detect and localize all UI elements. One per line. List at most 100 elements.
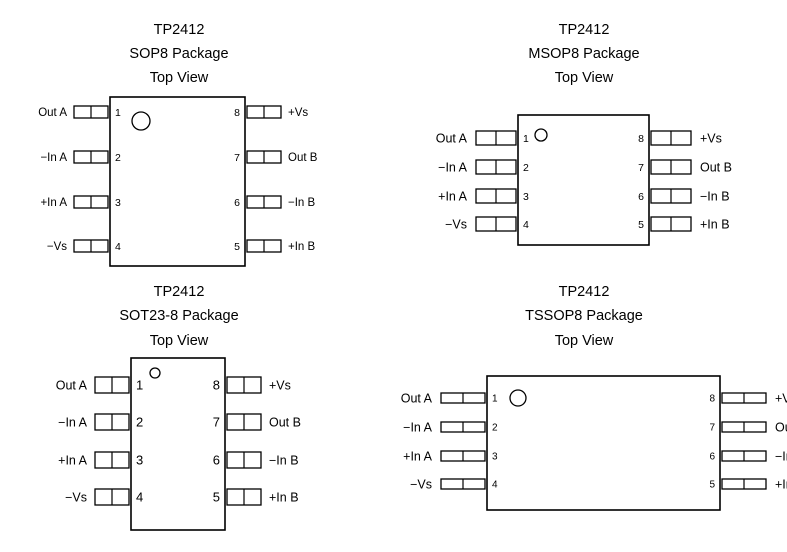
pin-label: +In B (269, 491, 299, 505)
pin-number: 7 (709, 423, 715, 434)
pin1-marker-icon (149, 367, 161, 379)
pin-label: Out A (56, 379, 88, 393)
pin-8: +Vs (226, 376, 291, 394)
pin-label: −Vs (410, 478, 432, 492)
pin-label: Out A (38, 107, 67, 119)
pin-label: Out B (700, 161, 732, 175)
pin-label: +In A (438, 190, 468, 204)
pin-label: −In A (40, 152, 67, 164)
pin-1: Out A (401, 392, 486, 406)
part-name: TP2412 (154, 22, 205, 38)
pin-number: 8 (234, 107, 240, 119)
package-name: SOP8 Package (129, 46, 228, 62)
pin-label: +Vs (775, 392, 787, 406)
ic-body (130, 357, 226, 531)
pin-2: −In A (58, 413, 130, 431)
pin-8: +Vs (721, 392, 787, 406)
pin-label: +Vs (269, 379, 291, 393)
pin-4: −Vs (65, 488, 130, 506)
pin-8: +Vs (246, 105, 308, 119)
view-label: Top View (150, 333, 209, 349)
pin-number: 3 (523, 191, 529, 203)
part-name: TP2412 (559, 284, 610, 300)
pin-5: +In B (246, 239, 316, 253)
pin-3: +In A (58, 451, 130, 469)
pin-1: Out A (38, 105, 109, 119)
pin-6: −In B (246, 195, 316, 209)
pin-7: Out B (721, 421, 787, 435)
pin-label: −Vs (47, 241, 67, 253)
view-label: Top View (555, 70, 614, 86)
pin-number: 7 (234, 152, 240, 164)
pin-number: 5 (213, 490, 220, 505)
pin-number: 1 (523, 133, 529, 145)
pin1-marker-icon (131, 111, 151, 131)
pin-label: −Vs (65, 491, 87, 505)
pin-number: 4 (136, 490, 143, 505)
pin-6: −In B (721, 450, 787, 464)
part-name: TP2412 (154, 284, 205, 300)
pin-label: Out B (288, 152, 318, 164)
pin-number: 4 (523, 219, 529, 231)
pin-number: 1 (115, 107, 121, 119)
pin-7: Out B (226, 413, 301, 431)
pin-label: Out A (401, 392, 433, 406)
pin-label: −In B (775, 450, 787, 464)
pin-2: −In A (403, 421, 486, 435)
pin-label: Out B (775, 421, 787, 435)
pin1-marker-icon (509, 389, 527, 407)
pin-label: −In B (700, 190, 730, 204)
pin-label: −Vs (445, 218, 467, 232)
pin-number: 1 (136, 378, 143, 393)
pin-3: +In A (438, 188, 517, 204)
view-label: Top View (150, 70, 209, 86)
pin-label: +In B (700, 218, 730, 232)
view-label: Top View (555, 333, 614, 349)
pin-number: 8 (638, 133, 644, 145)
pin-2: −In A (40, 150, 109, 164)
pin-6: −In B (650, 188, 730, 204)
pin1-marker-icon (534, 128, 548, 142)
pin-number: 5 (638, 219, 644, 231)
pin-number: 2 (115, 152, 121, 164)
pin-number: 6 (234, 197, 240, 209)
pin-number: 8 (213, 378, 220, 393)
pin-number: 2 (492, 423, 498, 434)
pin-number: 4 (492, 480, 498, 491)
pin-label: +Vs (288, 107, 308, 119)
pin-label: −In A (403, 421, 433, 435)
pin-2: −In A (438, 159, 517, 175)
pin-5: +In B (650, 216, 730, 232)
pin-label: Out A (436, 132, 468, 146)
pin-5: +In B (226, 488, 299, 506)
pin-1: Out A (436, 130, 517, 146)
pin-label: +In A (58, 454, 88, 468)
pin-number: 5 (234, 241, 240, 253)
pin-number: 5 (709, 480, 715, 491)
pin-label: +In B (288, 241, 316, 253)
pin-label: +In A (403, 450, 433, 464)
pin-8: +Vs (650, 130, 722, 146)
pin-3: +In A (40, 195, 109, 209)
part-name: TP2412 (559, 22, 610, 38)
pin-number: 7 (638, 162, 644, 174)
pin-number: 3 (115, 197, 121, 209)
pin-label: −In A (438, 161, 468, 175)
pin-label: −In B (269, 454, 299, 468)
ic-body (109, 96, 246, 267)
pin-number: 6 (709, 452, 715, 463)
pin-label: +Vs (700, 132, 722, 146)
pin-label: +In B (775, 478, 787, 492)
pin-label: −In A (58, 416, 88, 430)
pin-number: 7 (213, 415, 220, 430)
pin-number: 2 (523, 162, 529, 174)
pin-number: 6 (213, 453, 220, 468)
pin-number: 8 (709, 394, 715, 405)
pin-number: 1 (492, 394, 498, 405)
pin-number: 3 (492, 452, 498, 463)
pin-4: −Vs (47, 239, 109, 253)
pin-number: 6 (638, 191, 644, 203)
